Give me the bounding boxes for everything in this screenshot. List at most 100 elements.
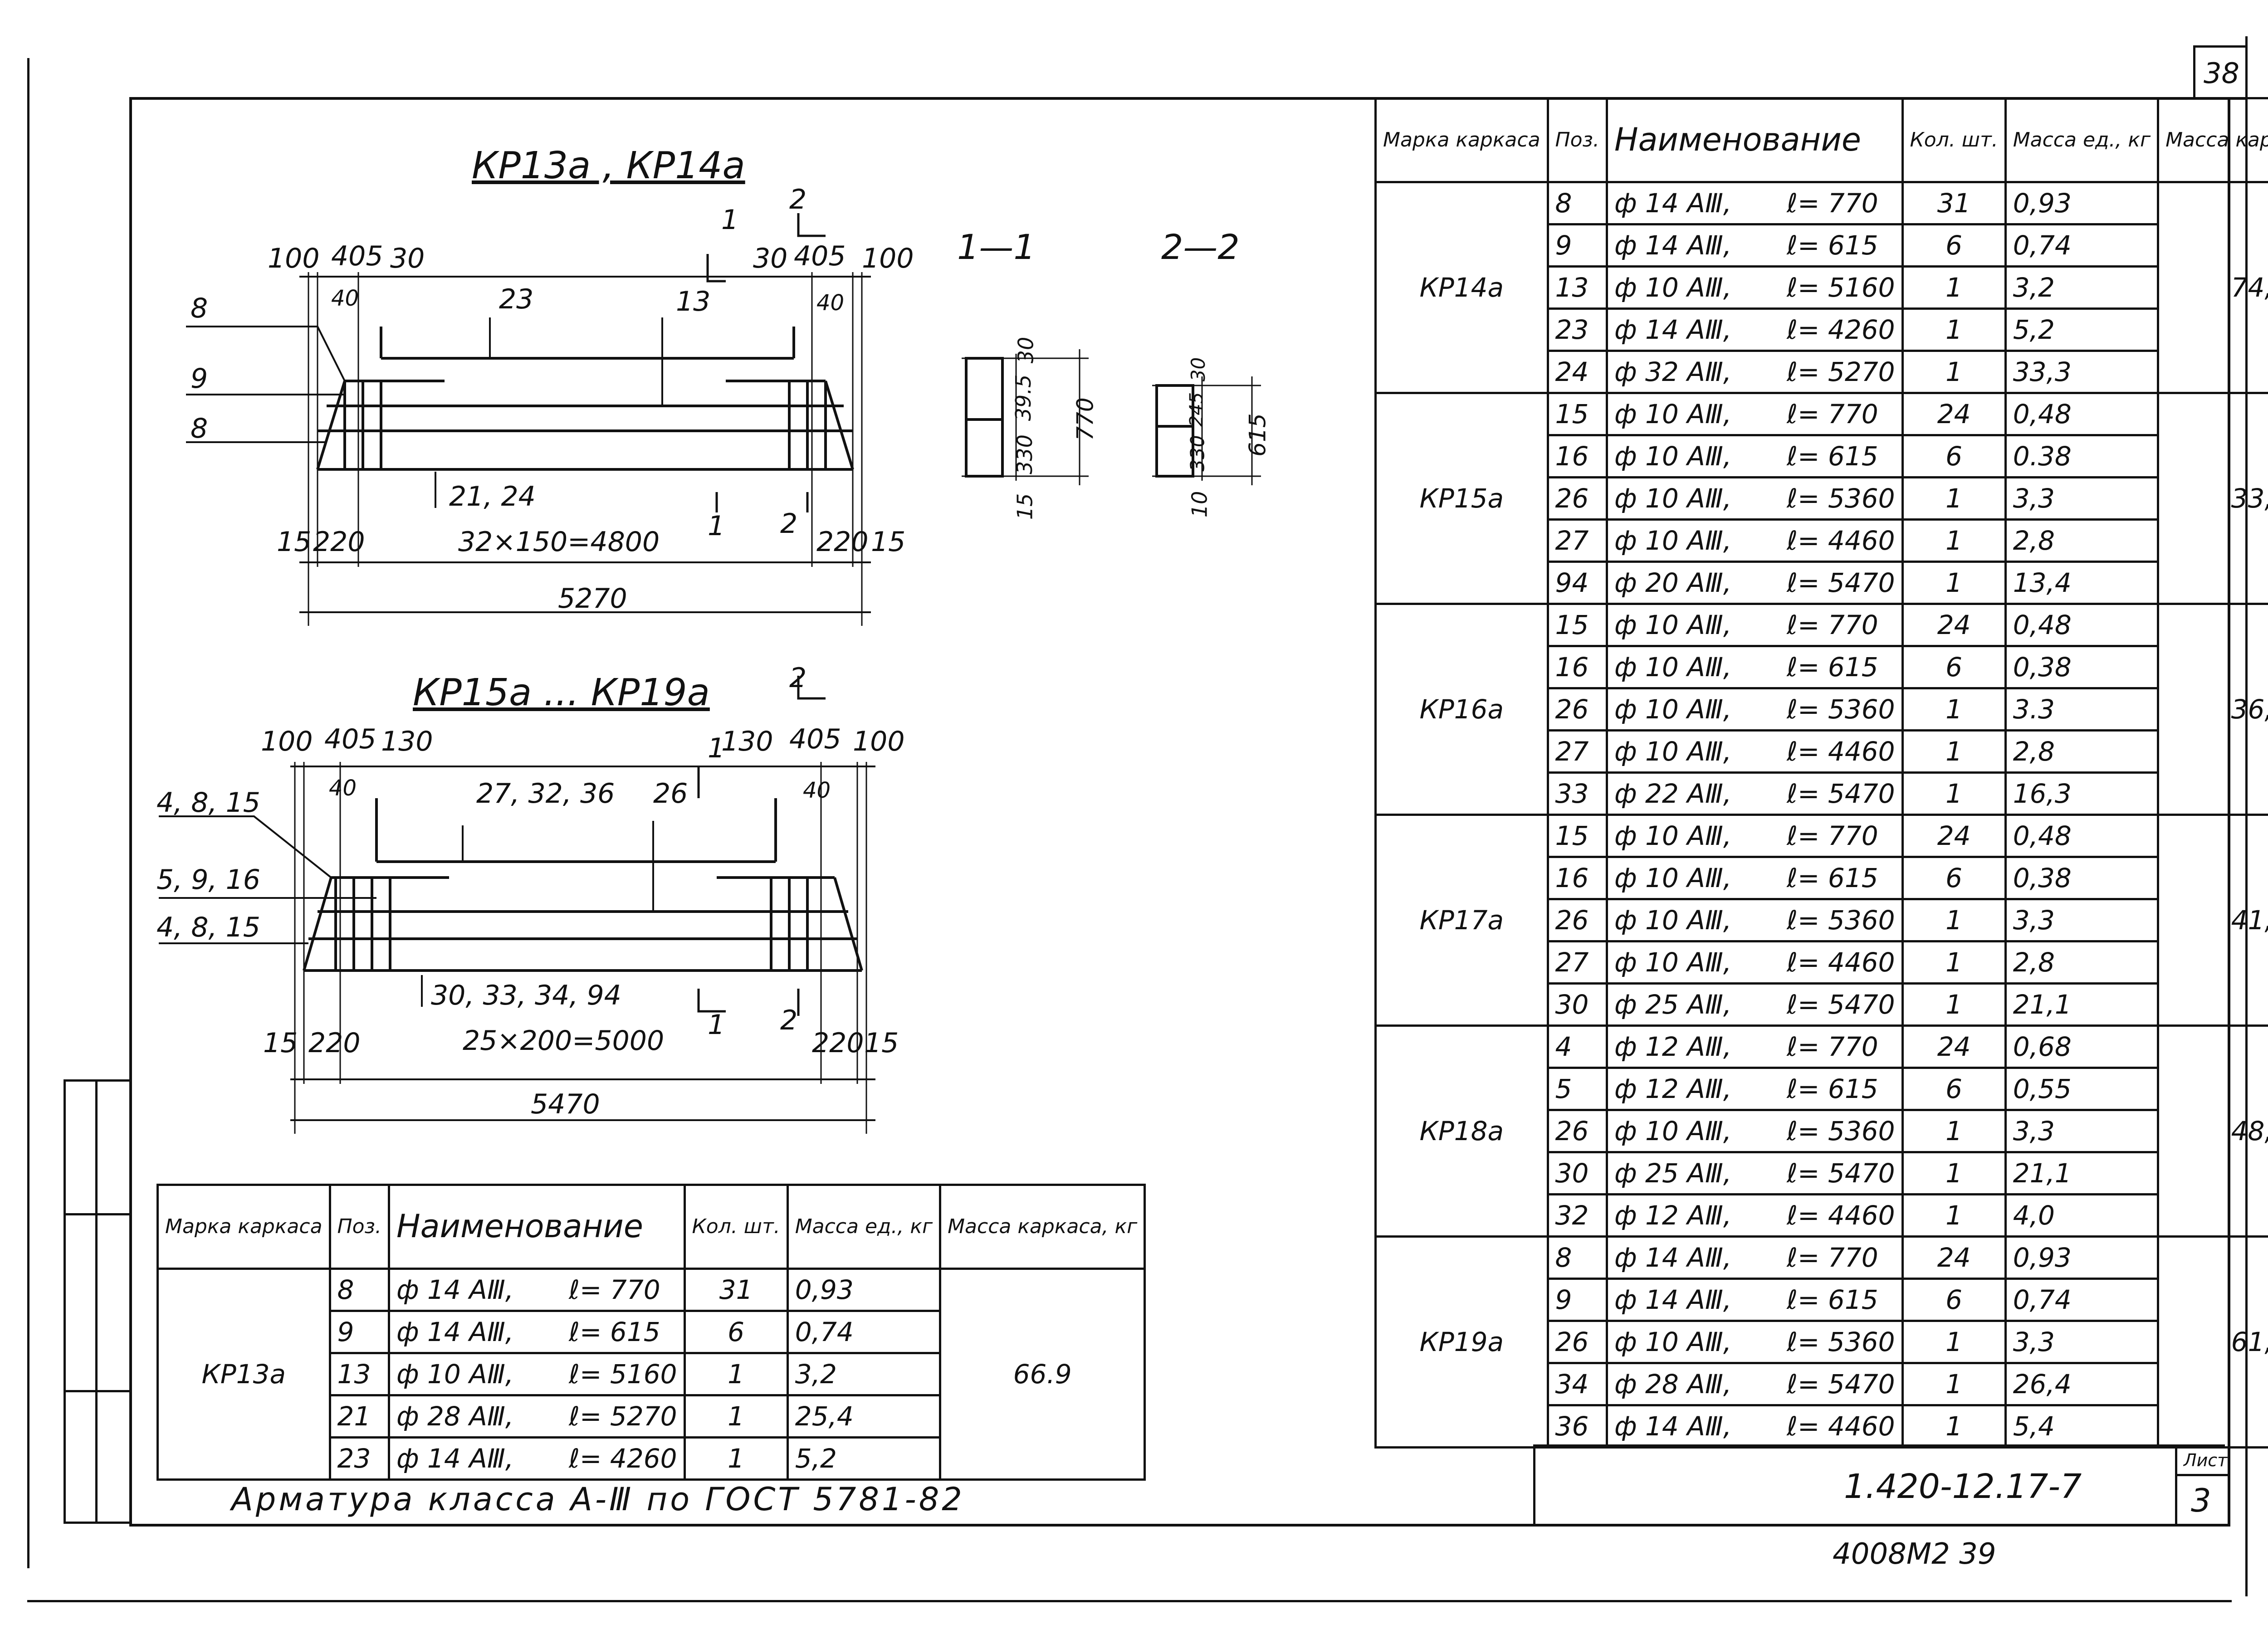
bar-length: ℓ= 4460 bbox=[1786, 525, 1895, 556]
position-cell: 13 bbox=[1546, 265, 1608, 310]
frame-mass-cell: 36,0 bbox=[2157, 603, 2268, 816]
position-cell: 9 bbox=[1546, 223, 1608, 268]
quantity-cell: 31 bbox=[683, 1268, 789, 1312]
quantity-cell: 6 bbox=[1901, 1067, 2007, 1111]
top-cut-marks bbox=[706, 213, 826, 512]
small-th-pos: Поз. bbox=[328, 1184, 390, 1270]
unit-mass-cell: 5,2 bbox=[2004, 307, 2160, 352]
bottom-dim-220a: 220 bbox=[308, 1027, 361, 1059]
quantity-cell: 1 bbox=[1901, 687, 2007, 732]
unit-mass-cell: 5,2 bbox=[786, 1436, 942, 1481]
quantity-cell: 1 bbox=[1901, 307, 2007, 352]
side-stamp bbox=[64, 1079, 129, 1524]
bar-length: ℓ= 5360 bbox=[1786, 694, 1895, 725]
unit-mass-cell: 21,1 bbox=[2004, 1151, 2160, 1195]
name-cell: ф 10 АⅢ,ℓ= 615 bbox=[1605, 645, 1904, 689]
top-frame-outline bbox=[316, 380, 854, 471]
bottom-dim-405b: 405 bbox=[789, 723, 841, 755]
bar-diameter-class: ф 14 АⅢ, bbox=[396, 1317, 514, 1347]
name-cell: ф 10 АⅢ,ℓ= 5160 bbox=[1605, 265, 1904, 310]
bar-length: ℓ= 615 bbox=[1786, 863, 1878, 893]
bar-diameter-class: ф 10 АⅢ, bbox=[1614, 441, 1732, 472]
bar-diameter-class: ф 25 АⅢ, bbox=[1614, 989, 1732, 1020]
bar-diameter-class: ф 12 АⅢ, bbox=[1614, 1200, 1732, 1231]
unit-mass-cell: 2,8 bbox=[2004, 518, 2160, 563]
name-cell: ф 10 АⅢ,ℓ= 4460 bbox=[1605, 729, 1904, 774]
position-cell: 23 bbox=[1546, 307, 1608, 352]
small-th-mass-frame: Масса каркаса, кг bbox=[939, 1184, 1146, 1270]
bottom-leader-a bbox=[159, 815, 332, 878]
top-dim-100b: 100 bbox=[862, 243, 914, 274]
small-table-header: Марка каркаса Поз. Наименование Кол. шт.… bbox=[156, 1184, 1146, 1270]
top-dim-405a: 405 bbox=[331, 240, 383, 272]
top-pos-8b: 8 bbox=[191, 413, 208, 444]
bar-length: ℓ= 5160 bbox=[568, 1359, 677, 1390]
top-dim-100a: 100 bbox=[268, 243, 320, 274]
frame-mark-cell: КР19а bbox=[1374, 1235, 1549, 1449]
unit-mass-cell: 3,3 bbox=[2004, 1109, 2160, 1153]
bottom-cut-1: 1 bbox=[708, 1009, 725, 1041]
position-cell: 4 bbox=[1546, 1024, 1608, 1069]
position-cell: 8 bbox=[328, 1268, 390, 1312]
drawing-title-2: КР15а ... КР19а bbox=[413, 671, 710, 714]
bottom-dim-100b: 100 bbox=[853, 726, 905, 757]
position-cell: 9 bbox=[328, 1310, 390, 1354]
frame-mass-cell: 48,0 bbox=[2157, 1024, 2268, 1238]
frame-mass-cell: 33,2 bbox=[2157, 392, 2268, 605]
unit-mass-cell: 0,48 bbox=[2004, 603, 2160, 647]
frame-mark-cell: КР14а bbox=[1374, 181, 1549, 394]
top-dim-220a: 220 bbox=[313, 526, 365, 558]
quantity-cell: 24 bbox=[1901, 603, 2007, 647]
bottom-cut-2: 2 bbox=[780, 1005, 798, 1036]
quantity-cell: 1 bbox=[1901, 561, 2007, 605]
quantity-cell: 1 bbox=[1901, 518, 2007, 563]
name-cell: ф 14 АⅢ,ℓ= 4260 bbox=[1605, 307, 1904, 352]
section-2-dim-10: 10 bbox=[1187, 491, 1212, 518]
top-dim-lines bbox=[299, 276, 871, 613]
sheet-label: Лист bbox=[2184, 1450, 2228, 1470]
frame-mark-cell: КР17а bbox=[1374, 814, 1549, 1027]
bar-diameter-class: ф 14 АⅢ, bbox=[1614, 188, 1732, 219]
position-cell: 15 bbox=[1546, 814, 1608, 858]
bar-length: ℓ= 5470 bbox=[1786, 778, 1895, 809]
name-cell: ф 14 АⅢ,ℓ= 615 bbox=[1605, 223, 1904, 268]
bottom-dim-130b: 130 bbox=[721, 726, 773, 757]
name-cell: ф 10 АⅢ,ℓ= 5360 bbox=[1605, 687, 1904, 732]
bar-diameter-class: ф 10 АⅢ, bbox=[1614, 525, 1732, 556]
unit-mass-cell: 25,4 bbox=[786, 1394, 942, 1439]
quantity-cell: 1 bbox=[1901, 771, 2007, 816]
main-th-name: Наименование bbox=[1605, 97, 1904, 183]
name-cell: ф 10 АⅢ,ℓ= 5160 bbox=[387, 1352, 686, 1396]
top-dim-30b: 30 bbox=[753, 243, 788, 274]
position-cell: 26 bbox=[1546, 687, 1608, 732]
position-cell: 94 bbox=[1546, 561, 1608, 605]
section-2-ext bbox=[1152, 385, 1261, 477]
bottom-dim-100a: 100 bbox=[261, 726, 313, 757]
position-cell: 26 bbox=[1546, 1109, 1608, 1153]
bottom-spacing: 25×200=5000 bbox=[463, 1025, 665, 1057]
position-cell: 27 bbox=[1546, 518, 1608, 563]
position-cell: 24 bbox=[1546, 350, 1608, 394]
small-spec-table: Марка каркаса Поз. Наименование Кол. шт.… bbox=[156, 1184, 1146, 1481]
quantity-cell: 24 bbox=[1901, 1024, 2007, 1069]
position-cell: 15 bbox=[1546, 392, 1608, 436]
name-cell: ф 10 АⅢ,ℓ= 615 bbox=[1605, 434, 1904, 478]
bottom-dim-405a: 405 bbox=[324, 723, 376, 755]
unit-mass-cell: 3,2 bbox=[786, 1352, 942, 1396]
bar-diameter-class: ф 10 АⅢ, bbox=[1614, 652, 1732, 683]
corner-sheet-number: 38 bbox=[2204, 57, 2239, 90]
position-cell: 8 bbox=[1546, 1235, 1608, 1280]
name-cell: ф 25 АⅢ,ℓ= 5470 bbox=[1605, 982, 1904, 1027]
bottom-pos-273236: 27, 32, 36 bbox=[476, 778, 615, 810]
bottom-frame-middle-bars bbox=[308, 910, 857, 940]
name-cell: ф 22 АⅢ,ℓ= 5470 bbox=[1605, 771, 1904, 816]
top-dim-15b: 15 bbox=[871, 526, 906, 558]
quantity-cell: 1 bbox=[1901, 1404, 2007, 1449]
